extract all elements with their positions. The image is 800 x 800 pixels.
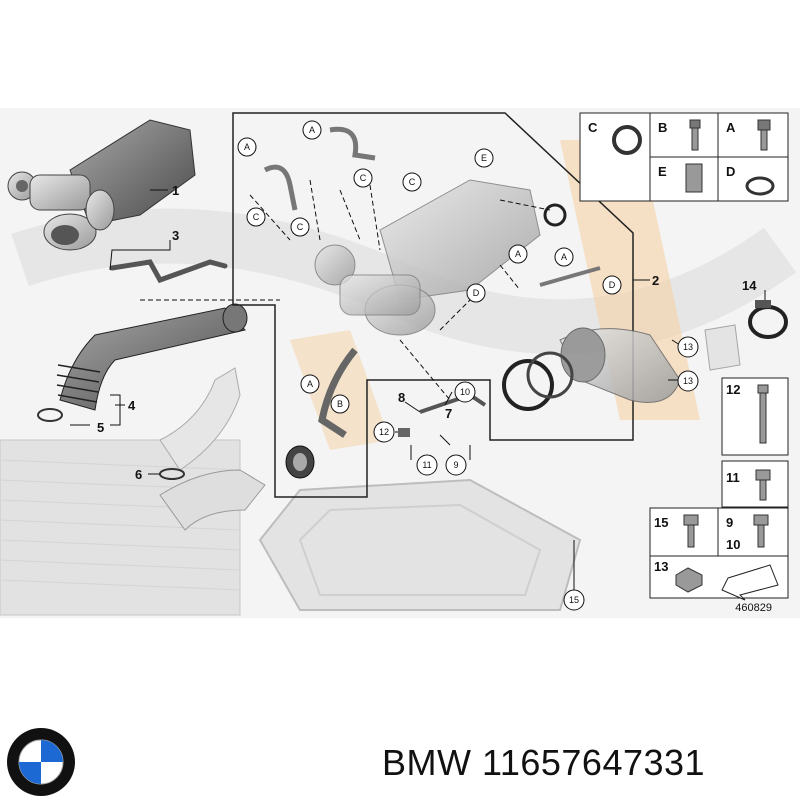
callout-9: 9 — [726, 515, 733, 530]
turbocharger-assembly — [314, 179, 541, 336]
assembly-box-part-2 — [232, 112, 634, 498]
letter-D: D — [473, 288, 480, 298]
letter-A: A — [515, 249, 521, 259]
coolant-pipe-left — [263, 164, 298, 211]
letter-A: A — [244, 142, 250, 152]
letter-A-circle — [302, 120, 322, 140]
clamp-part-14 — [748, 300, 788, 339]
fastener-legend-box — [649, 377, 789, 599]
callout-14: 14 — [742, 278, 757, 293]
part-number-caption: BMW 11657647331 — [382, 742, 706, 783]
letter-B: B — [337, 399, 343, 409]
letter-B-circle — [330, 394, 350, 414]
callout-circled-13: 13 — [683, 342, 693, 352]
clip-part-12 — [398, 428, 410, 437]
turbocharger-part-1 — [7, 119, 196, 251]
intercooler — [0, 439, 241, 616]
legend-a-bolt — [757, 119, 771, 131]
legend-letter-D: D — [726, 164, 735, 179]
callout-circled-15-circle — [563, 589, 585, 611]
letter-A-circle — [237, 137, 257, 157]
letter-C: C — [253, 212, 260, 222]
callout-7: 7 — [445, 406, 452, 421]
bmw-logo — [7, 728, 75, 796]
legend-b-bolt — [689, 119, 701, 129]
callout-circled-10-circle — [454, 381, 476, 403]
callout-11: 11 — [726, 470, 740, 485]
seal-ring-part-5 — [37, 408, 63, 422]
letter-C-circle — [290, 217, 310, 237]
letter-C-circle — [246, 207, 266, 227]
letter-A-circle — [554, 247, 574, 267]
oil-line-part-3 — [109, 259, 228, 284]
dashed-leader-lines — [140, 179, 551, 401]
callout-12: 12 — [726, 382, 740, 397]
callout-4: 4 — [128, 398, 136, 413]
letter-C-circle — [353, 168, 373, 188]
callout-circled-12: 12 — [379, 427, 389, 437]
letter-D-circle — [466, 283, 486, 303]
diagram-number: 460829 — [735, 602, 772, 614]
letter-C: C — [360, 173, 367, 183]
legend-e-nut — [685, 163, 703, 193]
letter-C: C — [409, 177, 416, 187]
callout-8: 8 — [398, 390, 405, 405]
legend-letter-E: E — [658, 164, 667, 179]
letter-A-circle — [300, 374, 320, 394]
callout-3: 3 — [172, 228, 179, 243]
kit-legend-box — [579, 112, 789, 202]
letter-A: A — [309, 125, 315, 135]
letter-A: A — [307, 379, 313, 389]
callout-circled-13-circle — [677, 336, 699, 358]
callout-circled-11-circle — [416, 454, 438, 476]
callout-15: 15 — [654, 515, 668, 530]
letter-E: E — [481, 153, 487, 163]
callout-circled-11: 11 — [422, 460, 431, 470]
watermark-orange-shape — [290, 330, 390, 450]
legend-d-ring — [745, 176, 775, 196]
legend-c-ring — [612, 125, 642, 155]
letter-A-circle — [508, 244, 528, 264]
charge-air-hose-part-4 — [56, 303, 248, 411]
coolant-pipe-right — [539, 266, 601, 287]
callout-13: 13 — [654, 559, 668, 574]
callout-6: 6 — [135, 467, 142, 482]
heat-shield-part — [258, 478, 582, 611]
gasket-ring — [543, 203, 567, 227]
watermark-orange-block — [560, 140, 700, 420]
coolant-pipe-bottom — [318, 347, 358, 438]
direction-arrow-icon — [721, 564, 779, 601]
callout-2: 2 — [652, 273, 659, 288]
coolant-pipe-top — [329, 126, 376, 161]
callout-circled-9: 9 — [453, 460, 458, 470]
v-band-clamp — [502, 359, 554, 411]
letter-A: A — [561, 252, 567, 262]
letter-C: C — [297, 222, 304, 232]
callout-circled-12-circle — [373, 421, 395, 443]
callout-circled-15: 15 — [569, 595, 579, 605]
callout-5: 5 — [97, 420, 104, 435]
callout-circled-13-circle — [677, 370, 699, 392]
letter-D: D — [609, 280, 616, 290]
legend-letter-A: A — [726, 120, 736, 135]
catalytic-converter — [559, 324, 741, 403]
callout-10: 10 — [726, 537, 740, 552]
intake-pipe — [159, 367, 241, 471]
fastener-bolts — [675, 384, 771, 593]
letter-C-circle — [402, 172, 422, 192]
legend-letter-B: B — [658, 120, 667, 135]
callout-circled-9-circle — [445, 454, 467, 476]
letter-D-circle — [602, 275, 622, 295]
callout-circled-13: 13 — [683, 376, 693, 386]
legend-letter-C: C — [588, 120, 598, 135]
callout-1: 1 — [172, 183, 179, 198]
letter-E-circle — [474, 148, 494, 168]
callout-circled-10: 10 — [460, 387, 470, 397]
leader-lines — [70, 189, 766, 590]
